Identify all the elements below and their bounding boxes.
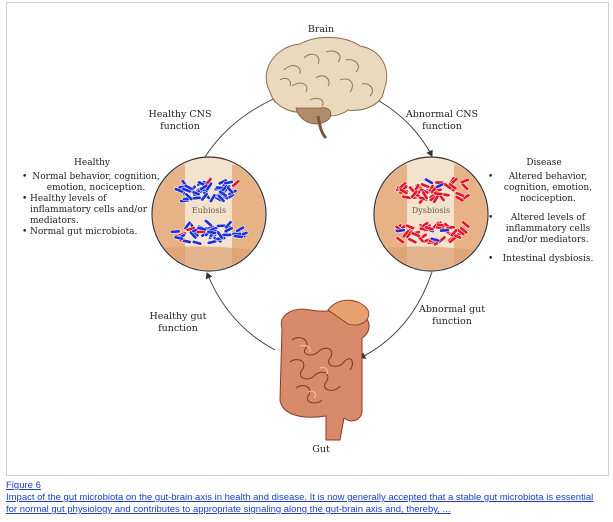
abnormal-gut-label-1: Abnormal gut: [418, 304, 485, 315]
bacterium-rod: [410, 189, 419, 199]
dysbiosis-label: Dysbiosis: [412, 206, 450, 215]
arrow-left-to-brain: [204, 95, 279, 158]
bacterium-rod: [235, 225, 245, 233]
bacterium-rod: [421, 190, 429, 200]
bacterium-rod: [173, 235, 185, 241]
bacterium-rod: [404, 223, 416, 231]
bacterium-rod: [223, 226, 234, 233]
bacterium-rod: [429, 236, 441, 243]
bacterium-rod: [459, 177, 470, 185]
bacterium-rod: [226, 185, 235, 195]
bacterium-rod: [401, 229, 410, 239]
bacterium-rod: [221, 232, 233, 237]
bacterium-rod: [461, 220, 471, 229]
bacterium-rod: [395, 236, 405, 245]
arrow-gut-to-left: [205, 272, 276, 351]
bacterium-rod: [223, 180, 234, 186]
disease-item-3: Intestinal dysbiosis.: [488, 254, 600, 265]
bacterium-rod: [410, 231, 421, 238]
brain-illustration: [265, 36, 388, 140]
abnormal-cns-label-1: Abnormal CNS: [405, 109, 478, 120]
healthy-gut-label-1: Healthy gut: [150, 311, 207, 322]
bacterium-rod: [231, 179, 241, 188]
bacterium-rod: [443, 182, 453, 191]
disease-title: Disease: [526, 158, 562, 168]
bacterium-rod: [224, 220, 233, 230]
bacterium-rod: [200, 192, 209, 202]
bacterium-rod: [216, 230, 224, 240]
bacterium-rod: [449, 228, 459, 238]
bacterium-rod: [233, 234, 244, 239]
disease-list: Altered behavior, cognition, emotion, no…: [488, 172, 600, 265]
eubiosis-label: Eubiosis: [192, 206, 226, 215]
dysbiosis-circle: Dysbiosis: [373, 156, 489, 272]
healthy-cns-label-2: function: [160, 121, 200, 132]
bacterium-rod: [196, 225, 207, 232]
healthy-panel: Healthy Normal behavior, cognition, emot…: [22, 158, 162, 238]
healthy-item-2: Healthy levels of inflammatory cells and…: [22, 194, 162, 227]
bacterium-rod: [203, 219, 213, 228]
healthy-gut-label-2: function: [158, 323, 198, 334]
bacterium-rod: [424, 177, 434, 185]
bacterium-rod: [188, 230, 198, 240]
gut-illustration: [279, 299, 370, 441]
bacterium-rod: [398, 187, 409, 195]
bacterium-rod: [395, 228, 406, 233]
bacterium-rod: [218, 189, 228, 198]
bacterium-rod: [185, 226, 196, 232]
bacterium-rod: [439, 228, 450, 233]
bacterium-rod: [205, 181, 213, 192]
bacterium-rod: [183, 220, 192, 231]
disease-item-2: Altered levels of inflammatory cells and…: [488, 213, 600, 246]
brain-label: Brain: [308, 24, 334, 35]
bacterium-rod: [181, 186, 192, 194]
arrow-right-to-gut: [359, 271, 433, 359]
bacterium-rod: [199, 183, 209, 192]
healthy-item-3: Normal gut microbiota.: [22, 227, 162, 238]
bacterium-rod: [454, 195, 465, 203]
bacterium-rod: [216, 194, 226, 203]
bacterium-rod: [407, 237, 418, 245]
healthy-list: Normal behavior, cognition, emotion, noc…: [22, 172, 162, 238]
bacterium-rod: [170, 229, 181, 234]
figure-caption: Figure 6 Impact of the gut microbiota on…: [6, 480, 606, 516]
abnormal-cns-label-2: function: [422, 121, 462, 132]
abnormal-gut-label-2: function: [432, 316, 472, 327]
figure-label-link[interactable]: Figure 6: [6, 480, 41, 491]
bacterium-rod: [418, 195, 429, 202]
disease-panel: Disease Altered behavior, cognition, emo…: [488, 158, 600, 273]
bacterium-rod: [184, 192, 194, 201]
gut-label: Gut: [312, 444, 330, 455]
bacterium-rod: [432, 191, 444, 196]
disease-item-1: Altered behavior, cognition, emotion, no…: [488, 172, 600, 205]
healthy-item-1: Normal behavior, cognition, emotion, noc…: [22, 172, 162, 194]
arrow-brain-to-right: [371, 96, 433, 157]
dysbiosis-bacteria: [394, 176, 471, 247]
bacterium-rod: [459, 226, 469, 235]
bacterium-rod: [209, 193, 217, 203]
caption-text-link[interactable]: Impact of the gut microbiota on the gut-…: [6, 492, 594, 515]
bacterium-rod: [454, 191, 465, 198]
eubiosis-circle: Eubiosis: [151, 156, 267, 272]
eubiosis-bacteria: [170, 177, 249, 246]
bacterium-rod: [424, 225, 435, 232]
healthy-title: Healthy: [74, 158, 110, 168]
healthy-cns-label-1: Healthy CNS: [148, 109, 211, 120]
bacterium-rod: [174, 187, 185, 194]
bacterium-rod: [191, 240, 203, 246]
